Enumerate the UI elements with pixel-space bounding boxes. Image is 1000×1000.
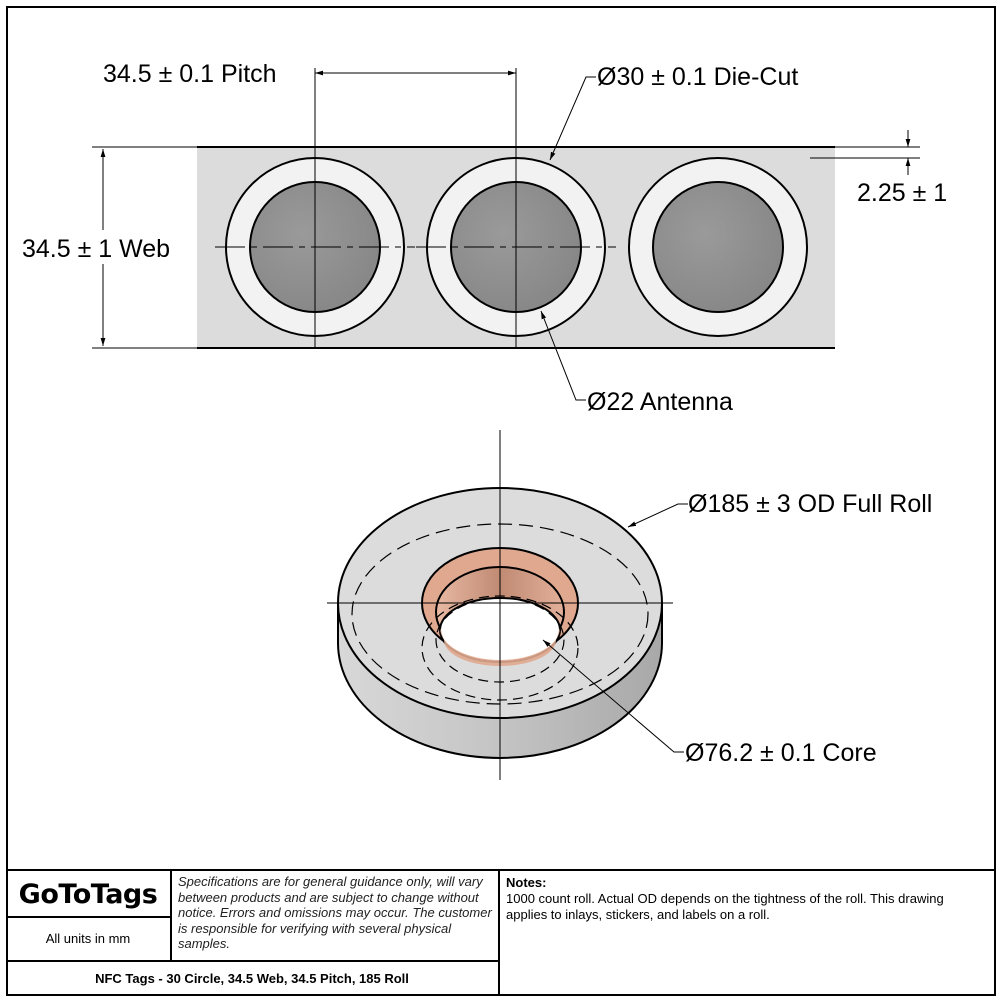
od-leader [627,503,688,528]
notes: Notes: 1000 count roll. Actual OD depend… [500,871,994,996]
notes-heading: Notes: [506,875,547,890]
notes-text: 1000 count roll. Actual OD depends on th… [506,891,944,922]
drawing-title: NFC Tags - 30 Circle, 34.5 Web, 34.5 Pit… [6,960,500,996]
core-label: Ø76.2 ± 0.1 Core [685,739,877,767]
od-label: Ø185 ± 3 OD Full Roll [688,490,932,518]
gap-dimension [810,130,920,175]
label-web-strip [197,68,835,349]
brand-logo: GoToTags [6,871,172,918]
gap-label: 2.25 ± 1 [857,179,947,207]
drawing-frame [6,6,996,996]
diecut-leader [549,76,596,161]
nfc-tag [628,157,808,337]
pitch-label: 34.5 ± 0.1 Pitch [103,60,277,88]
antenna-label: Ø22 Antenna [587,388,733,416]
web-label: 34.5 ± 1 Web [22,235,170,263]
web-label-bg [20,230,190,264]
roll-isometric [327,430,673,780]
disclaimer: Specifications are for general guidance … [172,871,500,960]
diecut-label: Ø30 ± 0.1 Die-Cut [597,63,798,91]
antenna-leader [540,310,586,401]
core-leader [542,639,684,753]
title-block: GoToTags All units in mm Specifications … [6,869,994,996]
units-note: All units in mm [6,918,172,960]
